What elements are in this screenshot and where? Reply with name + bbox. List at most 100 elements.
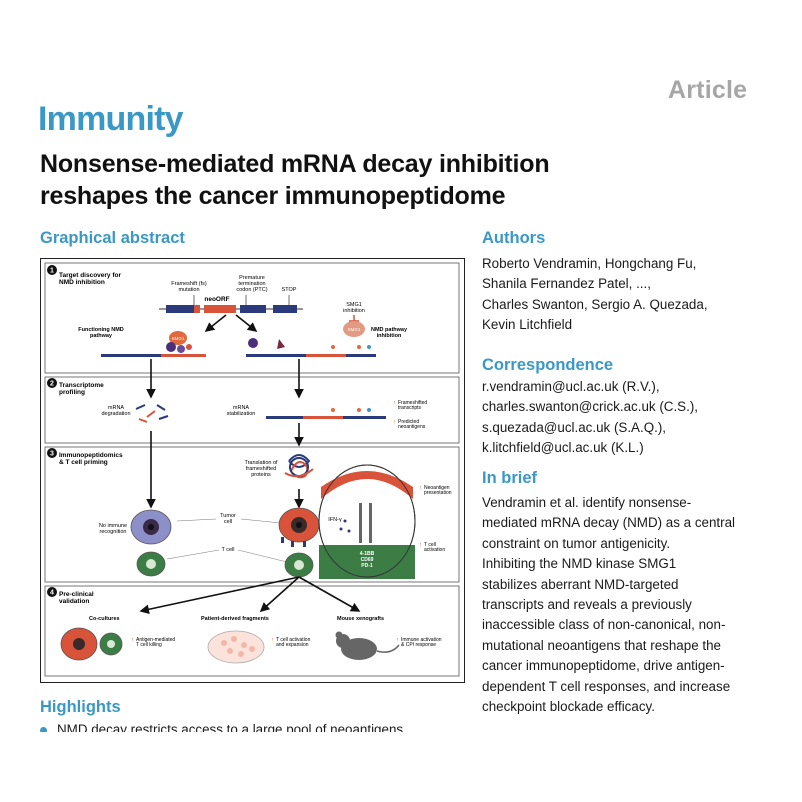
panel-title: profiling xyxy=(59,389,85,396)
neoantigen-label: Neoantigen xyxy=(424,485,450,491)
t-cell-right xyxy=(284,552,314,578)
frameshift-label: Frameshift (fs) xyxy=(171,281,207,287)
panel-title: Transcriptome xyxy=(59,382,104,389)
up-arrow-icon: ↑ xyxy=(271,637,274,643)
legend-label: transcripts xyxy=(398,405,422,411)
journal-name: Immunity xyxy=(38,100,184,138)
article-label: Article xyxy=(668,76,748,104)
up-arrow-icon: ↑ xyxy=(419,485,422,491)
brief-line: transcripts and reveals a previously xyxy=(482,597,692,613)
bullet-icon xyxy=(40,726,47,732)
stabilization-label: stabilization xyxy=(227,411,256,417)
author-line: Kevin Litchfield xyxy=(482,317,573,333)
up-arrow-icon: ↑ xyxy=(131,637,134,643)
in-brief-heading: In brief xyxy=(482,469,538,487)
correspondence-heading: Correspondence xyxy=(482,356,614,374)
article-title: Nonsense-mediated mRNA decay inhibition … xyxy=(40,148,680,212)
result-label: T cell activation xyxy=(276,637,311,643)
graphical-abstract-figure: 1 Target discovery for NMD inhibition Fr… xyxy=(40,258,465,683)
brief-line: mutational neoantigens that reshape the xyxy=(482,637,721,653)
stabilization-label: mRNA xyxy=(233,405,250,411)
email-link[interactable]: s.quezada@ucl.ac.uk (S.A.Q.), xyxy=(482,419,667,435)
email-link[interactable]: r.vendramin@ucl.ac.uk (R.V.), xyxy=(482,379,660,394)
highlight-text: NMD decay restricts access to a large po… xyxy=(57,723,404,732)
mrna-left: SMG1 xyxy=(101,331,206,357)
result-label: and expansion xyxy=(276,642,309,648)
result-label: T cell killing xyxy=(136,642,162,648)
petri-dish-icon xyxy=(207,630,265,664)
neoorf-label: neoORF xyxy=(204,296,229,303)
functioning-nmd-label: pathway xyxy=(90,333,113,339)
marker-label: PD-1 xyxy=(361,563,373,569)
panel-number-badge xyxy=(47,378,57,388)
authors-list: Roberto Vendramin, Hongchang Fu, Shanila… xyxy=(482,254,782,336)
up-arrow-icon: ↑ xyxy=(396,637,399,643)
highlights-list: NMD decay restricts access to a large po… xyxy=(40,723,470,732)
gene-diagram xyxy=(159,295,303,313)
tumor-cell-left xyxy=(130,509,172,545)
cocultures-label: Co-cultures xyxy=(89,616,120,622)
brief-line: Inhibiting the NMD kinase SMG1 xyxy=(482,556,677,572)
panel-title: & T cell priming xyxy=(59,459,108,466)
panel-number-badge xyxy=(47,587,57,597)
highlights-heading: Highlights xyxy=(40,698,121,716)
arrow xyxy=(235,314,258,332)
degraded-fragments xyxy=(135,404,169,423)
arrow xyxy=(139,576,300,615)
tcell-activation-label: activation xyxy=(424,547,445,553)
legend-label: Frameshifted xyxy=(398,400,427,406)
panel-title: Pre-clinical xyxy=(59,591,94,598)
nmd-inhibition-label: inhibition xyxy=(377,333,402,339)
brief-line: dependent T cell responses, and increase xyxy=(482,678,731,694)
up-arrow-icon: ↑ xyxy=(393,419,396,425)
up-arrow-icon: ↑ xyxy=(419,542,422,548)
synapse-zoom xyxy=(318,464,416,579)
title-line: reshapes the cancer immunopeptidome xyxy=(40,182,506,210)
panel-title: Immunopeptidomics xyxy=(59,452,123,459)
brief-line: mediated mRNA decay (NMD) as a central xyxy=(482,515,736,531)
title-line: Nonsense-mediated mRNA decay inhibition xyxy=(40,150,550,178)
t-cell-left xyxy=(136,551,166,577)
marker-label: CD69 xyxy=(361,557,374,563)
tumor-cell-label: Tumor xyxy=(220,513,236,519)
degradation-label: mRNA xyxy=(108,405,125,411)
smg1-protein xyxy=(343,321,365,337)
legend-label: Predicted xyxy=(398,419,419,425)
highlight-item: NMD decay restricts access to a large po… xyxy=(40,723,470,732)
result-label: & CPI response xyxy=(401,642,436,648)
ptc-label: Premature xyxy=(239,275,265,281)
brief-line: cancer immunopeptidome, drive antigen- xyxy=(482,658,725,674)
arrow xyxy=(298,576,361,612)
neoantigen-label: presentation xyxy=(424,490,452,496)
brief-line: inaccessible class of non-canonical, non… xyxy=(482,617,726,633)
email-link[interactable]: charles.swanton@crick.ac.uk (C.S.), xyxy=(482,399,699,415)
translation-label: Translation of xyxy=(244,460,278,466)
brief-line: Vendramin et al. identify nonsense- xyxy=(482,495,692,510)
functioning-nmd-label: Functioning NMD xyxy=(78,327,124,333)
degradation-label: degradation xyxy=(101,411,130,417)
tumor-cell-label: cell xyxy=(224,519,232,525)
author-line: Charles Swanton, Sergio A. Quezada, xyxy=(482,296,708,312)
graphical-abstract-heading: Graphical abstract xyxy=(40,229,185,247)
pdf-label: Patient-derived fragments xyxy=(201,616,269,622)
nmd-inhibition-label: NMD pathway xyxy=(371,327,408,333)
brief-line: checkpoint blockade efficacy. xyxy=(482,699,655,715)
stop-label: STOP xyxy=(282,287,297,293)
brief-line: constraint on tumor antigenicity. xyxy=(482,535,671,551)
brief-line: stabilizes aberrant NMD-targeted xyxy=(482,576,679,592)
smg1-label: SMG1 xyxy=(172,336,185,341)
panel-number: 4 xyxy=(50,590,54,597)
panel-number-badge xyxy=(47,265,57,275)
t-cell-label: T cell xyxy=(221,547,234,553)
result-label: Immune activation xyxy=(401,637,442,643)
panel-title: validation xyxy=(59,598,89,605)
arrow xyxy=(259,576,300,613)
marker-label: 4-1BB xyxy=(360,551,375,557)
panel-1-frame xyxy=(44,262,460,374)
email-link[interactable]: k.litchfield@ucl.ac.uk (K.L.) xyxy=(482,440,644,456)
panel-title: Target discovery for xyxy=(59,272,121,279)
frameshift-label: mutation xyxy=(178,287,199,293)
smg1-label: SMG1 xyxy=(348,327,361,332)
arrow xyxy=(204,314,227,332)
mouse-icon xyxy=(335,631,400,660)
